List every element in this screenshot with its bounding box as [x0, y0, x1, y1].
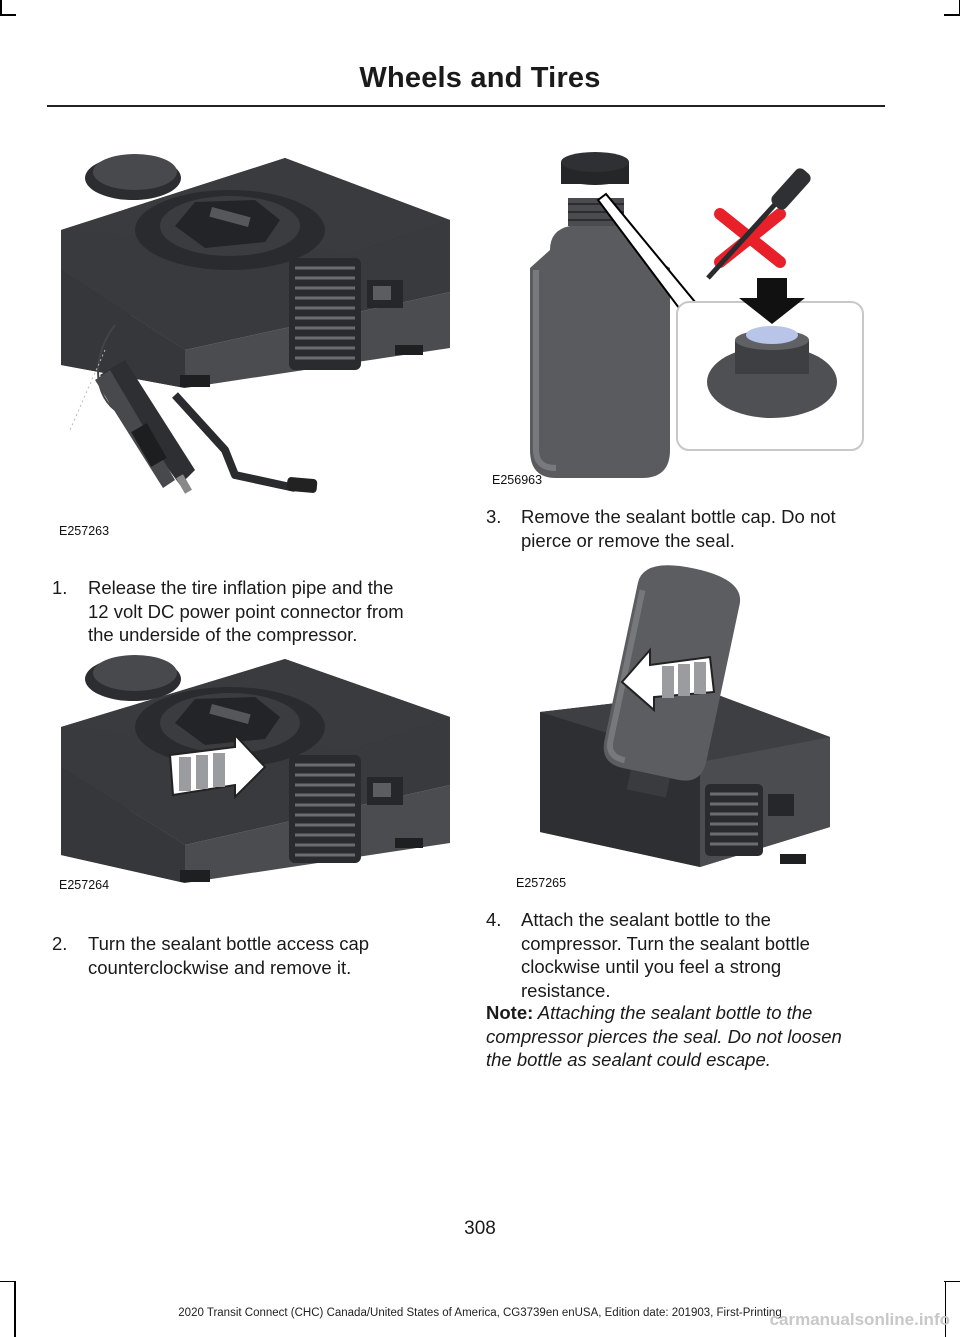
figure-code: E256963: [492, 473, 543, 487]
step-1: 1. Release the tire inflation pipe and t…: [52, 576, 462, 647]
step-text-line: Attach the sealant bottle to the: [521, 909, 771, 930]
note-label: Note:: [486, 1002, 534, 1023]
figure-bottle-attached: E257265: [510, 562, 890, 892]
step-text-line: Remove the sealant bottle cap. Do not: [521, 506, 836, 527]
compressor-illustration: [61, 154, 450, 494]
crop-mark: [944, 1282, 946, 1337]
step-text-line: resistance.: [521, 979, 611, 1001]
step-3: 3. Remove the sealant bottle cap. Do not…: [486, 505, 886, 552]
step-4: 4. Attach the sealant bottle to the comp…: [486, 908, 886, 1002]
figure-code: E257265: [516, 876, 567, 890]
step-text-line: pierce or remove the seal.: [521, 529, 735, 551]
step-number: 1.: [52, 577, 68, 598]
crop-mark: [14, 1282, 16, 1337]
crop-mark: [958, 0, 960, 14]
note-text-line: compressor pierces the seal. Do not loos…: [486, 1025, 842, 1047]
step-number: 2.: [52, 933, 68, 954]
rotate-arrow-icon: [168, 732, 267, 800]
step-text-line: compressor. Turn the sealant bottle: [521, 932, 810, 954]
figure-code: E257263: [59, 524, 110, 538]
step-text-line: clockwise until you feel a strong: [521, 956, 782, 977]
figure-cap-rotate: E257264: [55, 655, 465, 895]
crop-mark: [0, 1280, 16, 1282]
step-text-line: the underside of the compressor.: [88, 624, 358, 645]
step-number: 3.: [486, 506, 502, 527]
cap-rotate-illustration: [61, 655, 450, 883]
bottle-seal-illustration: [530, 152, 864, 478]
rotate-arrow-icon: [620, 647, 716, 713]
figure-bottle-seal: E256963: [490, 150, 890, 490]
crop-mark: [0, 14, 16, 16]
edition-footer: 2020 Transit Connect (CHC) Canada/United…: [178, 1307, 782, 1319]
figure-compressor-connector: E257263: [55, 150, 465, 545]
note-text-line: Attaching the sealant bottle to the: [533, 1002, 813, 1023]
step-2: 2. Turn the sealant bottle access cap co…: [52, 932, 462, 979]
bottle-attached-illustration: [540, 565, 830, 867]
step-text-line: counterclockwise and remove it.: [88, 956, 352, 978]
note-text-line: the bottle as sealant could escape.: [486, 1049, 771, 1070]
crop-mark: [944, 14, 960, 16]
page-number: 308: [464, 1218, 496, 1239]
step-text-line: Release the tire inflation pipe and the: [88, 577, 394, 598]
figure-code: E257264: [59, 878, 110, 892]
crop-mark: [944, 1280, 960, 1282]
step-text-line: Turn the sealant bottle access cap: [88, 933, 370, 954]
crop-mark: [0, 0, 2, 14]
step-number: 4.: [486, 909, 502, 930]
seal-highlight: [746, 326, 798, 344]
watermark: carmanualsonline.info: [769, 1310, 950, 1329]
step-text-line: 12 volt DC power point connector from: [88, 600, 404, 622]
page-title: Wheels and Tires: [359, 62, 601, 94]
note-block: Note: Attaching the sealant bottle to th…: [486, 1001, 886, 1072]
title-divider: [47, 105, 885, 107]
